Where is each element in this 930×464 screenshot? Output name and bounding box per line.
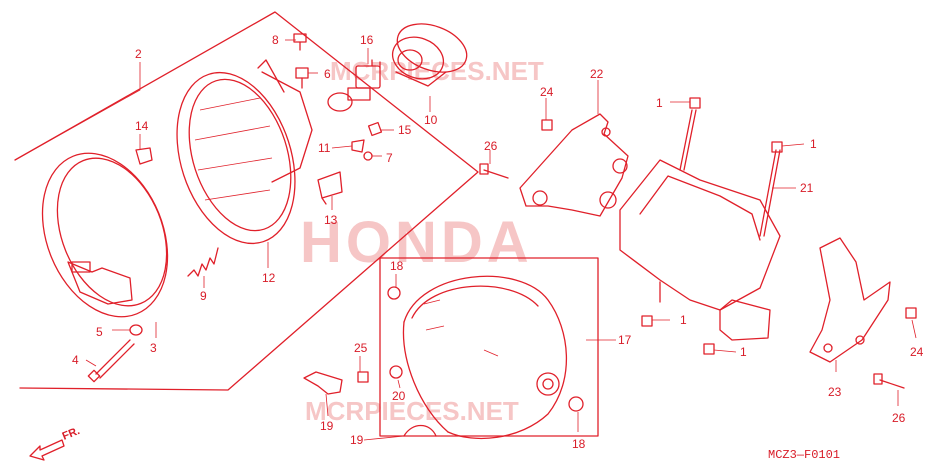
callout-1-right: 1 — [810, 137, 817, 151]
callout-26-bottom: 26 — [892, 411, 906, 425]
grommet-18-bottom — [568, 396, 584, 412]
bolt-24-right — [905, 307, 917, 319]
part-screw-7 — [363, 151, 373, 161]
callout-3: 3 — [150, 341, 157, 355]
bolt-26-top — [479, 163, 509, 179]
callout-2: 2 — [135, 47, 142, 61]
callout-4: 4 — [72, 353, 79, 367]
callout-22: 22 — [590, 67, 604, 81]
part-cap-15 — [367, 121, 383, 137]
watermark-site-top: MCRPIECES.NET — [330, 56, 544, 86]
headlight-stay-21 — [619, 109, 781, 341]
callout-19-bottom: 19 — [350, 433, 364, 447]
callout-15: 15 — [398, 123, 412, 137]
callout-23: 23 — [828, 385, 842, 399]
callout-14: 14 — [135, 119, 149, 133]
callout-16: 16 — [360, 33, 374, 47]
callout-1-top: 1 — [656, 96, 663, 110]
callout-11: 11 — [318, 141, 331, 155]
callout-24-right: 24 — [910, 345, 924, 359]
part-25 — [357, 371, 369, 383]
front-direction-arrow — [29, 439, 65, 461]
bolt-1d — [703, 343, 715, 355]
callout-8: 8 — [272, 33, 279, 47]
cover-23 — [809, 237, 891, 363]
dust-cover — [391, 23, 468, 87]
headlight-assembly-outline — [14, 11, 479, 391]
watermark-site-bottom: MCRPIECES.NET — [305, 396, 519, 426]
front-direction-label: FR. — [61, 425, 82, 443]
watermark-brand: HONDA — [300, 210, 533, 275]
clamp-19-bottom — [403, 424, 437, 437]
headlight-case — [402, 275, 568, 440]
bolt-26-bottom — [873, 373, 905, 389]
bolt-1a — [689, 97, 701, 109]
callout-1-mid: 1 — [680, 313, 687, 327]
callout-24-top: 24 — [540, 85, 554, 99]
callout-25: 25 — [354, 341, 368, 355]
callout-9: 9 — [200, 289, 207, 303]
callout-18-top: 18 — [390, 259, 404, 273]
callout-17: 17 — [618, 333, 632, 347]
callout-1-bottom: 1 — [740, 345, 747, 359]
callout-12: 12 — [262, 271, 276, 285]
clamp-19-left — [303, 371, 343, 395]
part-screw-8 — [293, 33, 307, 51]
callout-26-top: 26 — [484, 139, 498, 153]
callout-13: 13 — [324, 213, 338, 227]
bolt-1c — [641, 315, 653, 327]
callout-5: 5 — [96, 325, 103, 339]
part-bulb-socket-11 — [351, 139, 365, 153]
callout-7: 7 — [386, 151, 393, 165]
part-nut-5 — [129, 324, 143, 336]
callout-20: 20 — [392, 389, 406, 403]
headlight-bulb — [327, 59, 381, 112]
part-spring-9 — [187, 247, 219, 277]
part-20 — [389, 365, 403, 379]
callout-6: 6 — [324, 67, 331, 81]
diagram-code: MCZ3—F0101 — [768, 448, 840, 462]
grommet-18-top — [387, 286, 401, 300]
callout-21: 21 — [800, 181, 814, 195]
headlight-lens-unit — [176, 59, 313, 245]
bolt-24-top — [541, 119, 553, 131]
bolt-1b — [771, 141, 783, 153]
part-clip-14 — [135, 147, 153, 165]
headlight-case-outline — [379, 257, 599, 437]
headlight-rim — [41, 152, 169, 318]
part-screw-6 — [295, 67, 309, 89]
callout-10: 10 — [424, 113, 438, 127]
leader-lines — [14, 39, 917, 441]
mounting-bracket-22 — [519, 113, 629, 217]
part-bolt-4 — [87, 339, 135, 383]
callout-19-left: 19 — [320, 419, 334, 433]
part-socket-13 — [317, 171, 343, 205]
callout-18-bottom: 18 — [572, 437, 586, 451]
